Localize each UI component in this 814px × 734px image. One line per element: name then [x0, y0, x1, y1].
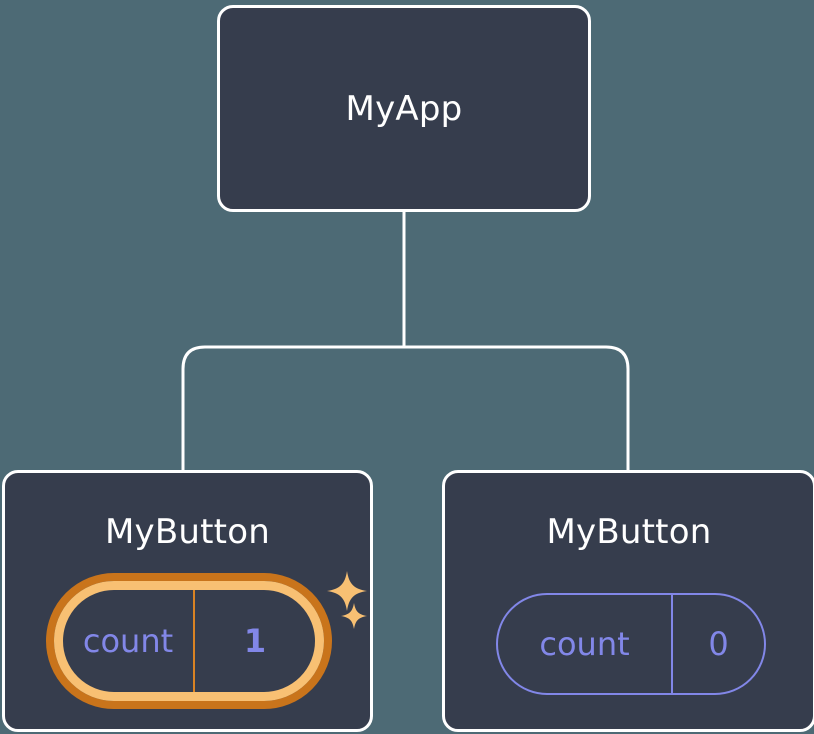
state-pill-divider — [671, 595, 673, 693]
state-pill-body: count 1 — [54, 581, 324, 701]
component-title-child-right: MyButton — [546, 512, 712, 552]
component-card-mybutton-left[interactable]: MyButton count 1 — [2, 470, 373, 732]
state-key-label: count — [539, 625, 630, 663]
state-key-label: count — [82, 622, 174, 660]
state-pill-highlighted[interactable]: count 1 — [46, 573, 332, 709]
connector-branch-bar — [181, 345, 630, 470]
component-card-mybutton-right[interactable]: MyButton count 0 — [442, 470, 814, 732]
state-value-label: 1 — [243, 622, 267, 660]
state-pill-body: count 0 — [496, 593, 766, 695]
state-pill-plain[interactable]: count 0 — [496, 593, 766, 695]
component-title-root: MyApp — [345, 88, 463, 129]
state-value-label: 0 — [708, 625, 729, 663]
state-pill-divider — [193, 590, 195, 692]
component-card-myapp[interactable]: MyApp — [217, 5, 591, 212]
state-pill-glow-ring: count 1 — [46, 573, 332, 709]
sparkle-small-icon — [341, 603, 367, 629]
component-title-child-left: MyButton — [105, 512, 270, 552]
